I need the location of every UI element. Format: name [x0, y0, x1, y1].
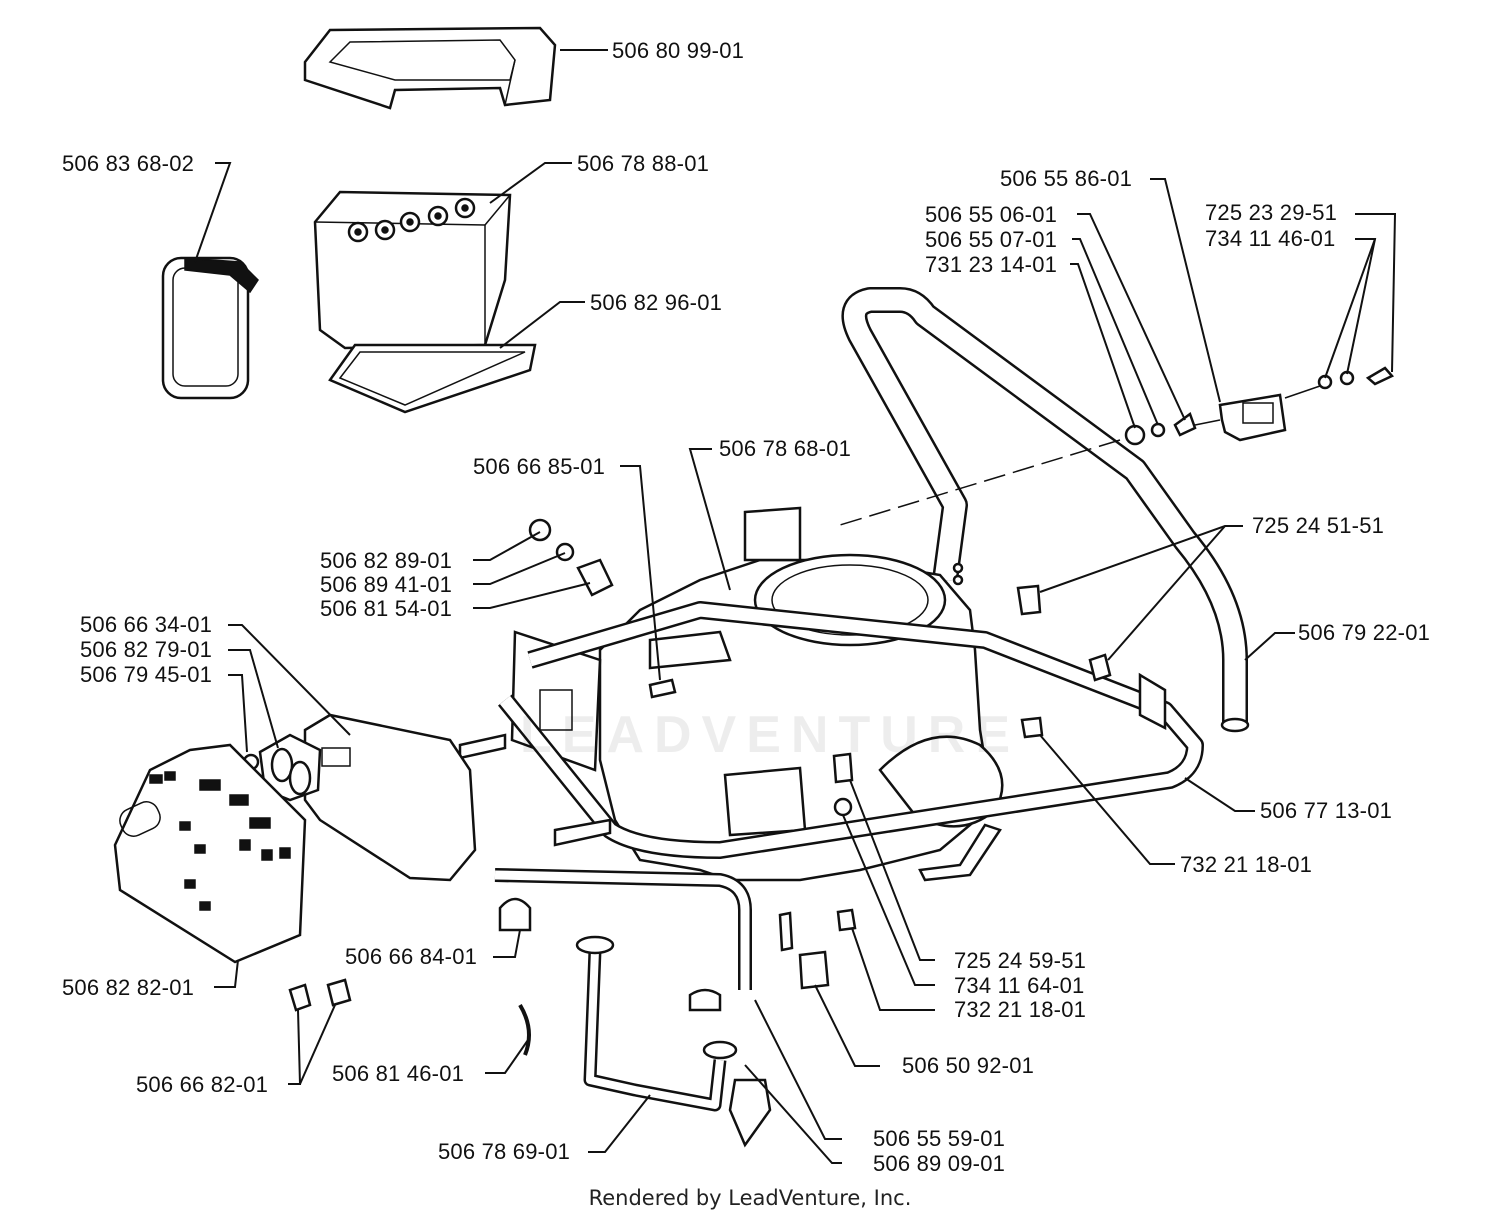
- part-label-506-81-54-01[interactable]: 506 81 54-01: [320, 596, 453, 621]
- battery: [313, 190, 512, 350]
- part-label-734-11-64-01[interactable]: 734 11 64-01: [954, 973, 1085, 998]
- part-label-506-82-89-01[interactable]: 506 82 89-01: [320, 548, 453, 573]
- part-label-506-77-13-01[interactable]: 506 77 13-01: [1260, 798, 1393, 823]
- battery-strap: [161, 256, 259, 400]
- part-label-506-78-69-01[interactable]: 506 78 69-01: [438, 1139, 571, 1164]
- part-label-506-78-68-01[interactable]: 506 78 68-01: [719, 436, 852, 461]
- part-label-734-11-46-01[interactable]: 734 11 46-01: [1205, 226, 1336, 251]
- part-label-506-81-46-01[interactable]: 506 81 46-01: [332, 1061, 465, 1086]
- part-label-725-24-51-51[interactable]: 725 24 51-51: [1252, 513, 1385, 538]
- part-label-731-23-14-01[interactable]: 731 23 14-01: [925, 252, 1058, 277]
- part-label-506-66-84-01[interactable]: 506 66 84-01: [345, 944, 478, 969]
- engine-fasteners: [528, 518, 1112, 990]
- part-label-732-21-18-01-lower[interactable]: 732 21 18-01: [954, 997, 1087, 1022]
- battery-mat: [328, 343, 537, 414]
- part-label-732-21-18-01-upper[interactable]: 732 21 18-01: [1180, 852, 1313, 877]
- watermark: LEADVENTURE: [520, 706, 1021, 764]
- part-label-725-23-29-51[interactable]: 725 23 29-51: [1205, 200, 1338, 225]
- muffler: [258, 713, 477, 882]
- part-label-506-82-96-01[interactable]: 506 82 96-01: [590, 290, 723, 315]
- engine-frame: [458, 601, 1204, 882]
- battery-cover: [303, 26, 557, 110]
- part-label-506-82-79-01[interactable]: 506 82 79-01: [80, 637, 213, 662]
- fuel-lines: [494, 868, 772, 1148]
- muffler-guard: [113, 743, 307, 964]
- part-label-506-55-59-01[interactable]: 506 55 59-01: [873, 1126, 1006, 1151]
- part-label-506-55-06-01[interactable]: 506 55 06-01: [925, 202, 1058, 227]
- part-label-506-50-92-01[interactable]: 506 50 92-01: [902, 1053, 1035, 1078]
- part-label-506-89-09-01[interactable]: 506 89 09-01: [873, 1151, 1006, 1176]
- part-label-506-82-82-01[interactable]: 506 82 82-01: [62, 975, 195, 1000]
- part-label-506-80-99-01[interactable]: 506 80 99-01: [612, 38, 745, 63]
- part-label-725-24-59-51[interactable]: 725 24 59-51: [954, 948, 1087, 973]
- part-label-506-55-86-01[interactable]: 506 55 86-01: [1000, 166, 1133, 191]
- part-label-506-66-82-01[interactable]: 506 66 82-01: [136, 1072, 269, 1097]
- part-label-506-66-34-01[interactable]: 506 66 34-01: [80, 612, 213, 637]
- part-label-506-79-45-01[interactable]: 506 79 45-01: [80, 662, 213, 687]
- handle-tube: [841, 287, 1250, 733]
- part-label-506-78-88-01[interactable]: 506 78 88-01: [577, 151, 710, 176]
- part-label-506-79-22-01[interactable]: 506 79 22-01: [1298, 620, 1431, 645]
- part-label-506-89-41-01[interactable]: 506 89 41-01: [320, 572, 453, 597]
- part-label-506-83-68-02[interactable]: 506 83 68-02: [62, 151, 195, 176]
- part-label-506-66-85-01[interactable]: 506 66 85-01: [473, 454, 606, 479]
- part-label-506-55-07-01[interactable]: 506 55 07-01: [925, 227, 1058, 252]
- render-credit: Rendered by LeadVenture, Inc.: [588, 1186, 912, 1210]
